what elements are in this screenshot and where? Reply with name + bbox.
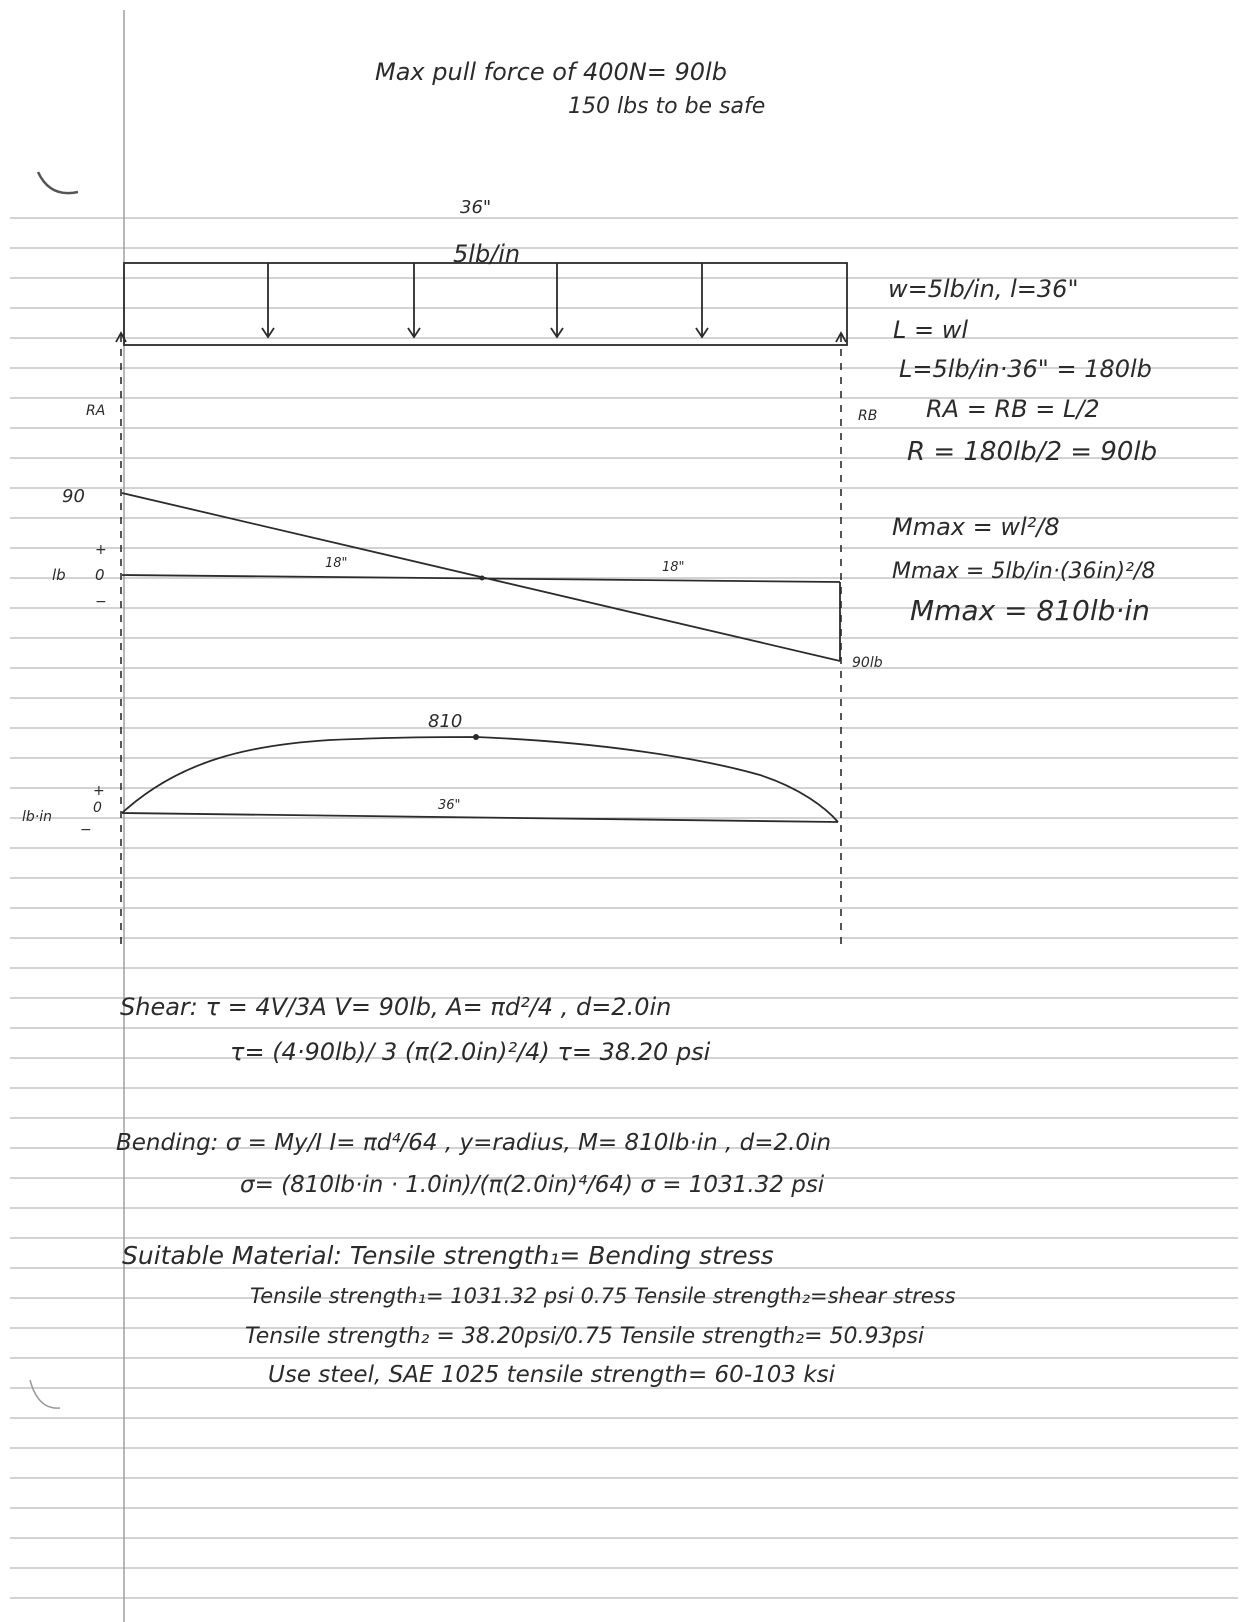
calc-line: RA = RB = L/2 [926,395,1100,423]
header-line-2: 150 lbs to be safe [568,94,765,119]
shear-zero: 0 [95,566,105,584]
moment-minus-sign: − [80,822,92,838]
arrowheads [261,327,709,339]
bending-result-line: σ= (810lb·in · 1.0in)/(π(2.0in)⁴/64) σ =… [240,1172,825,1198]
bending-stress-calc: Bending: σ = My/I I= πd⁴/64 , y=radius, … [116,1130,831,1198]
shear-stress-calc: Shear: τ = 4V/3A V= 90lb, A= πd²/4 , d=2… [120,993,711,1066]
reaction-right-label: RB [858,408,877,424]
calc-line: Mmax = 5lb/in·(36in)²/8 [892,559,1155,584]
shear-end-value: 90lb [852,655,883,671]
shear-diagram: 90 + lb 0 − 18" 18" 90lb [52,486,883,671]
material-line: Tensile strength₂ = 38.20psi/0.75 Tensil… [245,1324,924,1349]
shear-minus-sign: − [95,594,107,610]
moment-unit: lb·in [22,809,52,825]
calc-line: Mmax = wl²/8 [892,513,1060,541]
calc-line: Mmax = 810lb·in [910,594,1150,627]
material-selection: Suitable Material: Tensile strength₁= Be… [122,1241,956,1388]
moment-diagram: 810 + lb·in 0 − 36" [22,711,839,838]
shear-result-line: τ= (4·90lb)/ 3 (π(2.0in)²/4) τ= 38.20 ps… [230,1038,711,1066]
beam-length-label: 36" [460,197,491,218]
shear-plus-sign: + [95,542,107,558]
shear-zero-point [479,575,485,581]
calc-line: L=5lb/in·36" = 180lb [899,355,1152,383]
shear-max-value: 90 [62,486,85,507]
material-line: Suitable Material: Tensile strength₁= Be… [122,1241,774,1270]
moment-plus-sign: + [93,783,105,799]
material-line: Tensile strength₁= 1031.32 psi 0.75 Tens… [250,1284,956,1308]
shear-right-segment: 18" [662,560,685,575]
moment-span-label: 36" [438,798,461,813]
moment-peak-value: 810 [428,711,462,732]
load-block [123,262,848,346]
moment-curve [121,736,839,823]
header-line-1: Max pull force of 400N= 90lb [375,58,727,86]
shear-left-segment: 18" [325,556,348,571]
moment-baseline [121,812,839,823]
calc-line: w=5lb/in, l=36" [888,275,1079,303]
calc-line: L = wl [893,316,968,344]
material-line: Use steel, SAE 1025 tensile strength= 60… [268,1362,836,1388]
binder-hole-bottom [29,1379,61,1409]
moment-zero: 0 [93,800,102,816]
load-diagram: 36" 5lb/in RA RB [86,197,877,950]
bending-formula-line: Bending: σ = My/I I= πd⁴/64 , y=radius, … [116,1130,831,1156]
reaction-arrows [115,331,847,343]
reaction-calculations: w=5lb/in, l=36" L = wl L=5lb/in·36" = 18… [888,275,1157,627]
moment-peak-point [473,734,479,740]
shear-formula-line: Shear: τ = 4V/3A V= 90lb, A= πd²/4 , d=2… [120,993,671,1021]
binder-hole-top [36,171,79,195]
ruled-lines [10,217,1238,1599]
shear-unit: lb [52,566,66,584]
reaction-left-label: RA [86,403,105,419]
calc-line: R = 180lb/2 = 90lb [907,437,1157,467]
